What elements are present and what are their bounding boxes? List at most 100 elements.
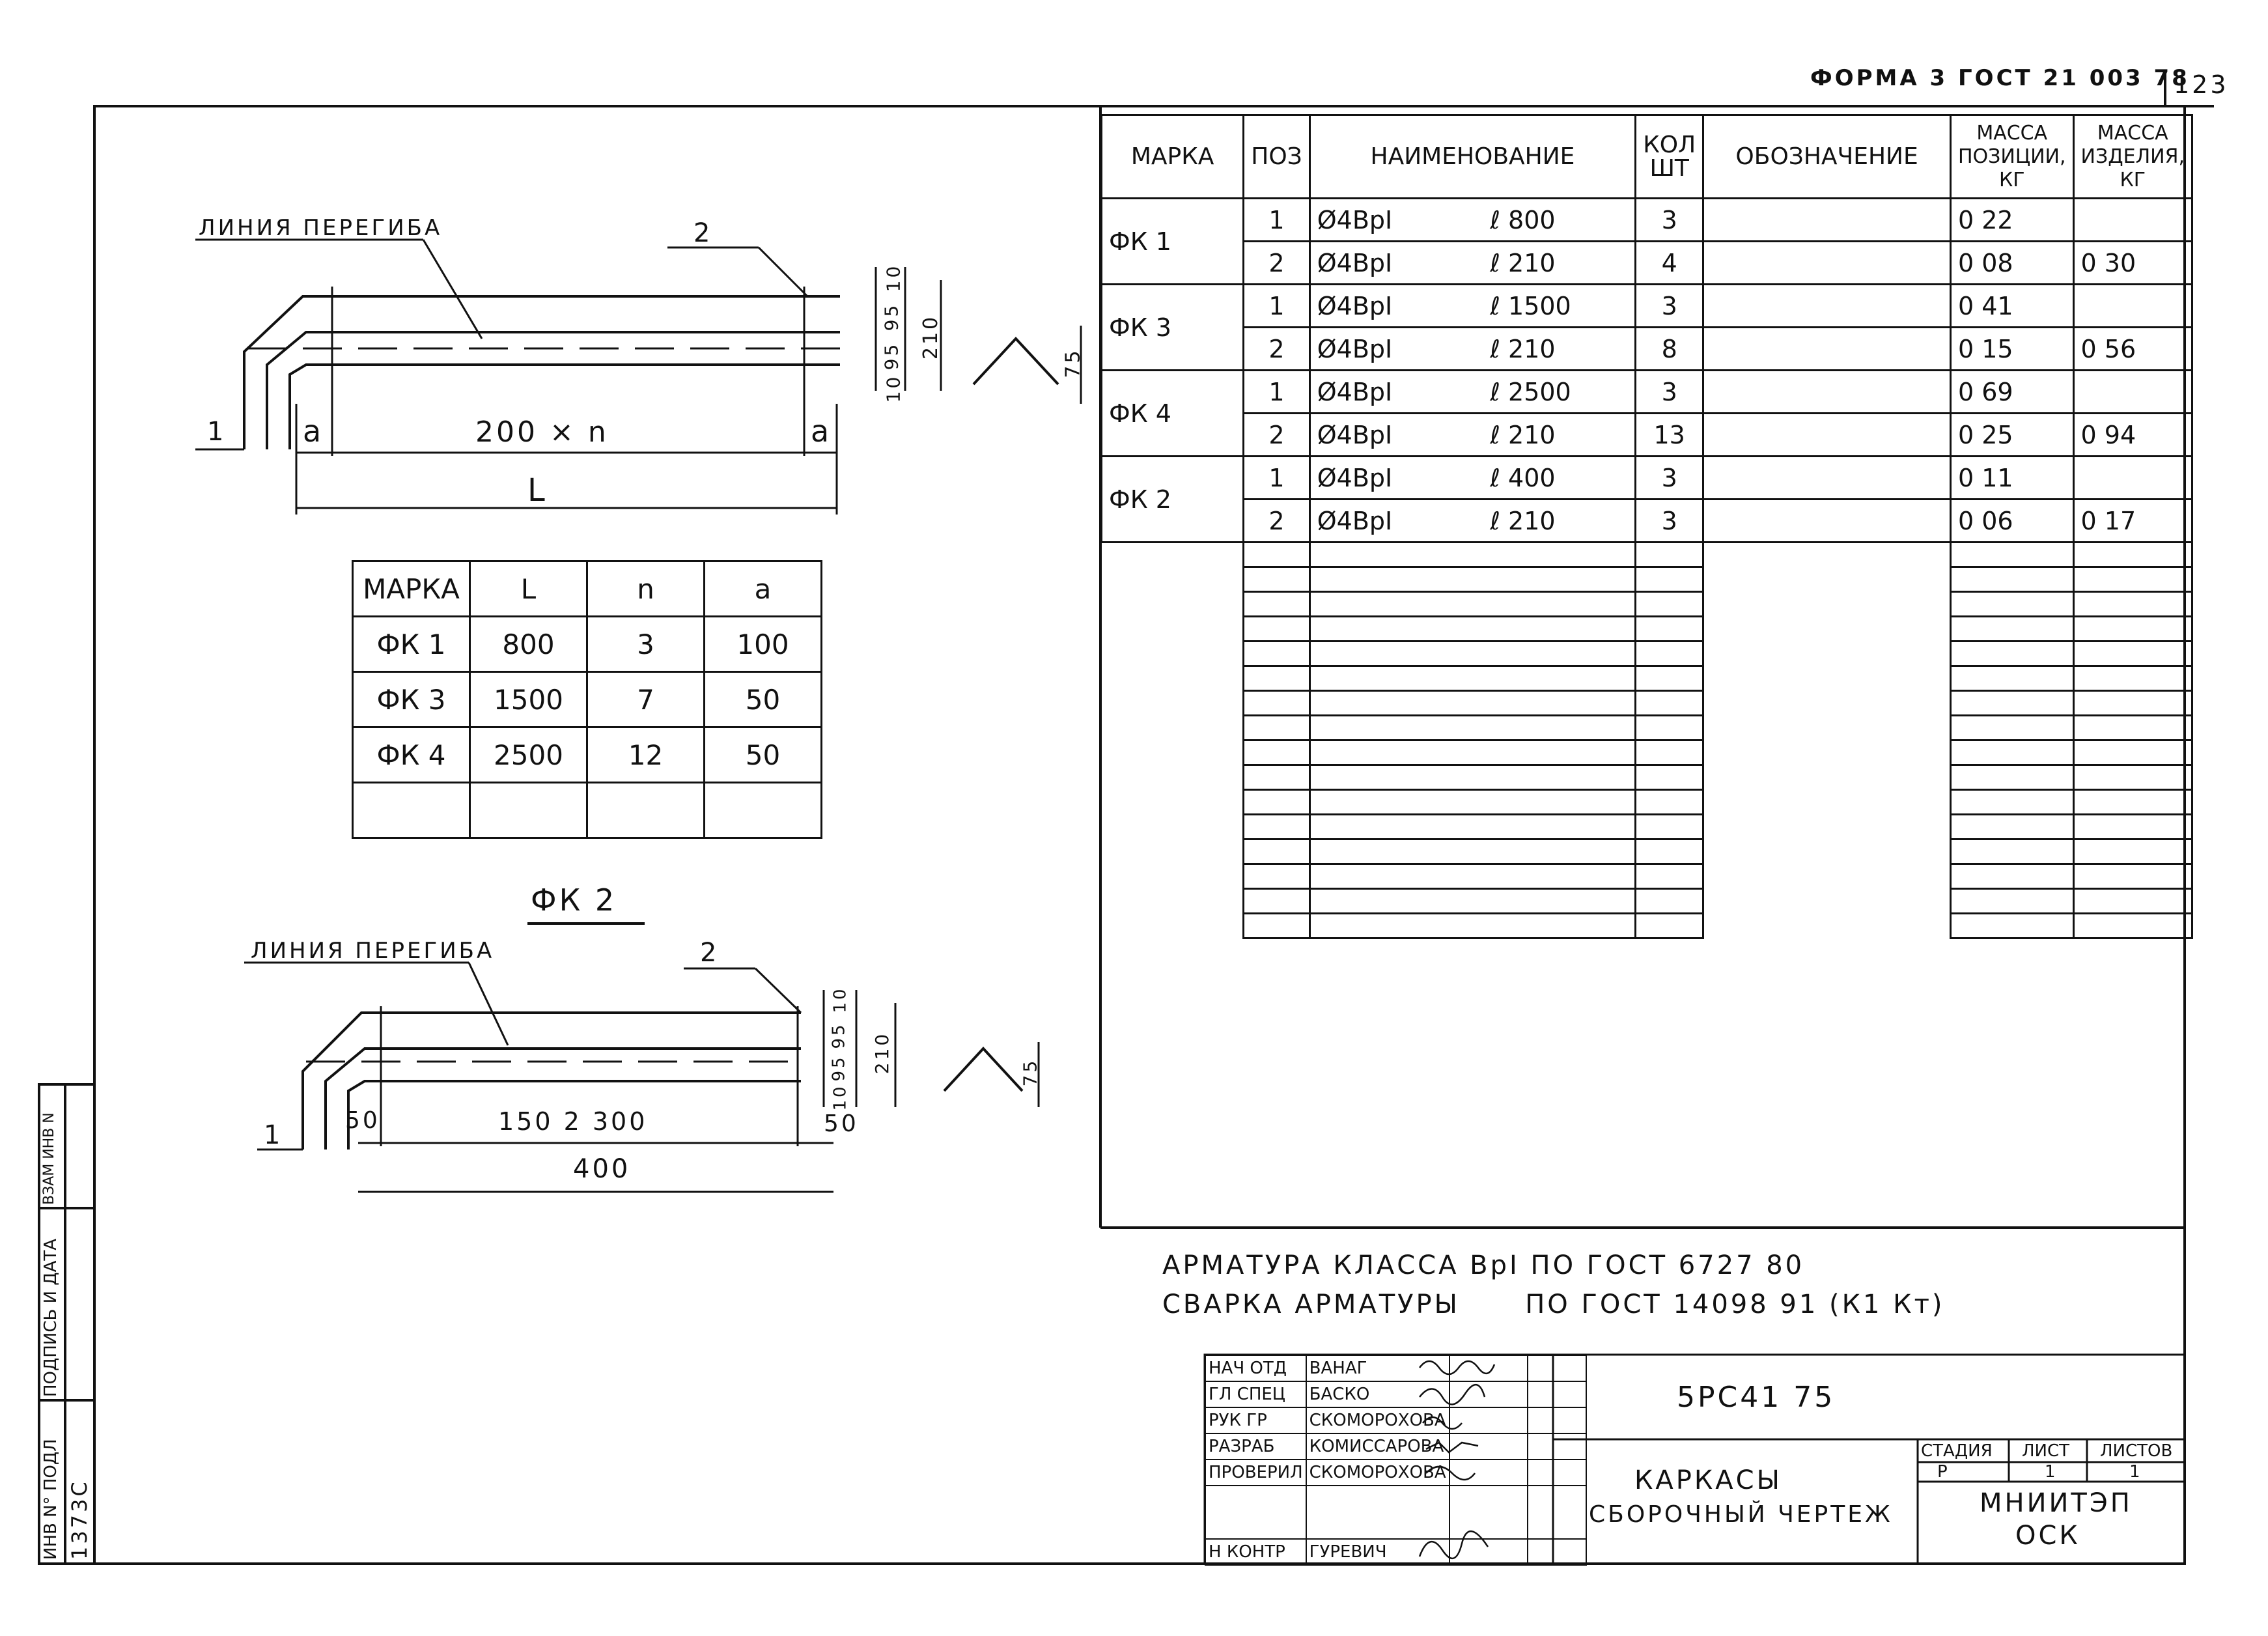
cell xyxy=(1949,665,2075,692)
spec-mass-pos: 0 15 xyxy=(1949,326,2075,371)
cell xyxy=(1102,889,1244,914)
date-cell xyxy=(1526,1485,1587,1540)
cell xyxy=(1308,541,1637,568)
cell xyxy=(1242,764,1311,791)
empty-row xyxy=(1102,888,2194,914)
spec-pos: 1 xyxy=(1242,369,1311,414)
bar-length: ℓ 400 xyxy=(1490,463,1556,492)
note-line-1: АРМАТУРА КЛАССА BpI ПО ГОСТ 6727 80 xyxy=(1162,1250,1805,1280)
signature-cell xyxy=(1448,1433,1528,1460)
spec-designation xyxy=(1702,412,1952,457)
cell xyxy=(2072,838,2194,865)
cell xyxy=(1242,739,1311,766)
cell xyxy=(1102,790,1244,815)
side-inv-label: ИНВ N° ПОДЛ xyxy=(41,1439,61,1560)
cell xyxy=(1702,864,1952,889)
side-replace-label: ВЗАМ ИНВ N xyxy=(41,1112,57,1205)
cell xyxy=(1102,864,1244,889)
dim-75: 75 xyxy=(1061,348,1085,378)
dim-95-a-2: 95 xyxy=(829,1022,849,1049)
dim-length-2: 400 xyxy=(573,1154,631,1184)
empty-row xyxy=(1102,591,2194,617)
cell: ФК 4 xyxy=(352,726,471,783)
cell xyxy=(1634,541,1705,568)
cell xyxy=(1308,566,1637,593)
spec-pos: 2 xyxy=(1242,326,1311,371)
cell xyxy=(1308,739,1637,766)
cell xyxy=(703,782,822,839)
empty-row xyxy=(1102,566,2194,593)
empty-row xyxy=(1102,764,2194,791)
cell xyxy=(1702,715,1952,740)
cell xyxy=(1308,591,1637,617)
date-cell xyxy=(1526,1381,1587,1408)
cell xyxy=(1308,615,1637,642)
cell xyxy=(1949,764,2075,791)
bar-length: ℓ 800 xyxy=(1490,205,1556,234)
cell xyxy=(1102,567,1244,592)
cell xyxy=(1702,591,1952,617)
cell xyxy=(1242,912,1311,939)
spec-mass-item: 0 56 xyxy=(2072,326,2194,371)
stamp-role: Н КОНТР xyxy=(1205,1538,1307,1566)
cell xyxy=(2072,640,2194,667)
cell xyxy=(1308,838,1637,865)
cell xyxy=(2072,764,2194,791)
dim-95-b: 95 xyxy=(880,341,903,371)
cell xyxy=(2072,615,2194,642)
bar-type: Ø4BpI xyxy=(1317,334,1393,363)
bar-type: Ø4BpI xyxy=(1317,248,1393,277)
marks-header-n: n xyxy=(586,560,705,617)
empty-row xyxy=(1102,739,2194,766)
cell: 800 xyxy=(469,615,588,673)
cell xyxy=(1949,739,2075,766)
stamp-name xyxy=(1305,1485,1450,1540)
dim-10-top-2: 10 xyxy=(830,986,850,1013)
cell xyxy=(1949,789,2075,815)
spec-mass-item: 0 94 xyxy=(2072,412,2194,457)
empty-row xyxy=(1102,615,2194,642)
cell xyxy=(586,782,705,839)
date-cell xyxy=(1526,1355,1587,1382)
cell xyxy=(1242,615,1311,642)
note-line-2: СВАРКА АРМАТУРЫ ПО ГОСТ 14098 91 (К1 Кт) xyxy=(1162,1290,1945,1319)
spec-mass-pos: 0 08 xyxy=(1949,240,2075,285)
dim-10-bottom: 10 xyxy=(882,374,904,403)
cell: 50 xyxy=(703,671,822,728)
position-2-label-2: 2 xyxy=(700,938,720,968)
spec-header-pos: ПОЗ xyxy=(1242,114,1311,199)
signature-cell xyxy=(1448,1355,1528,1382)
cell xyxy=(1634,690,1705,716)
dim-50-left: 50 xyxy=(345,1107,380,1134)
cell xyxy=(1242,591,1311,617)
cell xyxy=(1634,813,1705,840)
bar-length: ℓ 210 xyxy=(1490,248,1556,277)
cell xyxy=(1242,813,1311,840)
empty-row xyxy=(1102,789,2194,815)
table-row xyxy=(1205,1485,1587,1540)
stamp-name: СКОМОРОХОВА xyxy=(1305,1459,1450,1486)
spec-header-mass-item: МАССА ИЗДЕЛИЯ, КГ xyxy=(2072,114,2194,199)
stamp-role: ПРОВЕРИЛ xyxy=(1205,1459,1307,1486)
marks-header-l: L xyxy=(469,560,588,617)
signature-cell xyxy=(1448,1407,1528,1434)
cell xyxy=(2072,566,2194,593)
bar-length: ℓ 210 xyxy=(1490,334,1556,363)
spec-designation xyxy=(1702,240,1952,285)
empty-row xyxy=(1102,863,2194,890)
spec-mass-item xyxy=(2072,283,2194,328)
cell xyxy=(1949,863,2075,890)
spec-mass-item xyxy=(2072,197,2194,242)
marks-table-header: МАРКА L n a xyxy=(352,560,822,617)
cell xyxy=(1634,764,1705,791)
spec-mass-pos: 0 06 xyxy=(1949,498,2075,543)
bar-type: Ø4BpI xyxy=(1317,463,1393,492)
stamp-name: СКОМОРОХОВА xyxy=(1305,1407,1450,1434)
side-sign-label: ПОДПИСЬ И ДАТА xyxy=(41,1238,61,1397)
spec-designation xyxy=(1702,498,1952,543)
cell xyxy=(1102,716,1244,740)
cell xyxy=(1702,789,1952,815)
